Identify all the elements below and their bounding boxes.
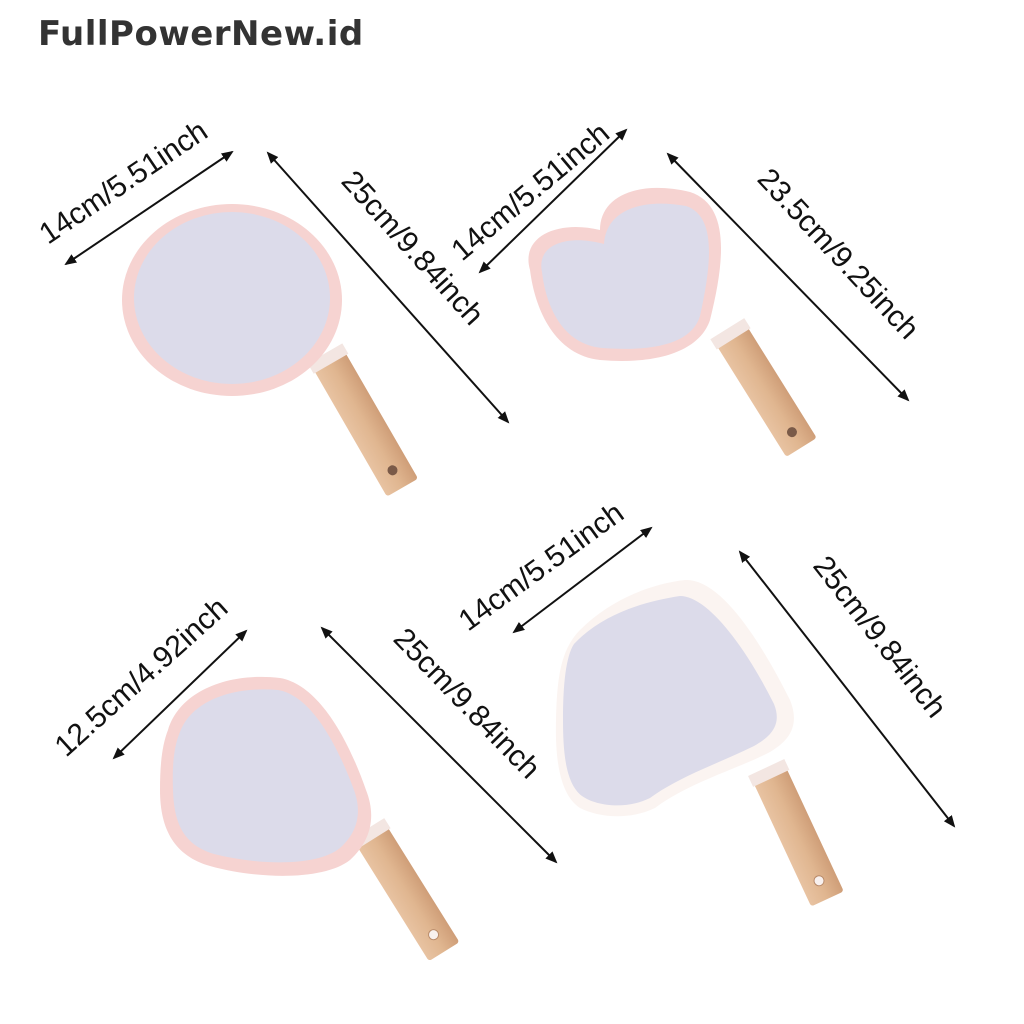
length-label: 25cm/9.84inch (806, 550, 952, 724)
length-arrow (320, 626, 558, 864)
length-label: 23.5cm/9.25inch (751, 162, 925, 346)
round-mirror (122, 204, 417, 496)
mirror-glass (541, 203, 709, 349)
width-arrow (512, 526, 653, 634)
paddle-mirror (160, 676, 459, 961)
width-arrow (64, 150, 234, 266)
square-mirror (555, 579, 843, 906)
wooden-handle (307, 343, 417, 496)
mirror-glass (172, 689, 358, 863)
width-arrow (478, 128, 628, 274)
length-arrow (266, 151, 510, 424)
brand-watermark: FullPowerNew.id (38, 14, 364, 54)
mirror-glass (563, 596, 777, 806)
wooden-handle (748, 759, 843, 906)
wooden-handle (350, 818, 459, 961)
length-label: 25cm/9.84inch (387, 622, 546, 785)
mirror-glass (134, 212, 330, 384)
length-arrow (738, 550, 956, 828)
wooden-handle (710, 318, 816, 456)
width-arrow (112, 629, 248, 760)
length-arrow (666, 152, 910, 402)
heart-mirror (528, 187, 816, 456)
